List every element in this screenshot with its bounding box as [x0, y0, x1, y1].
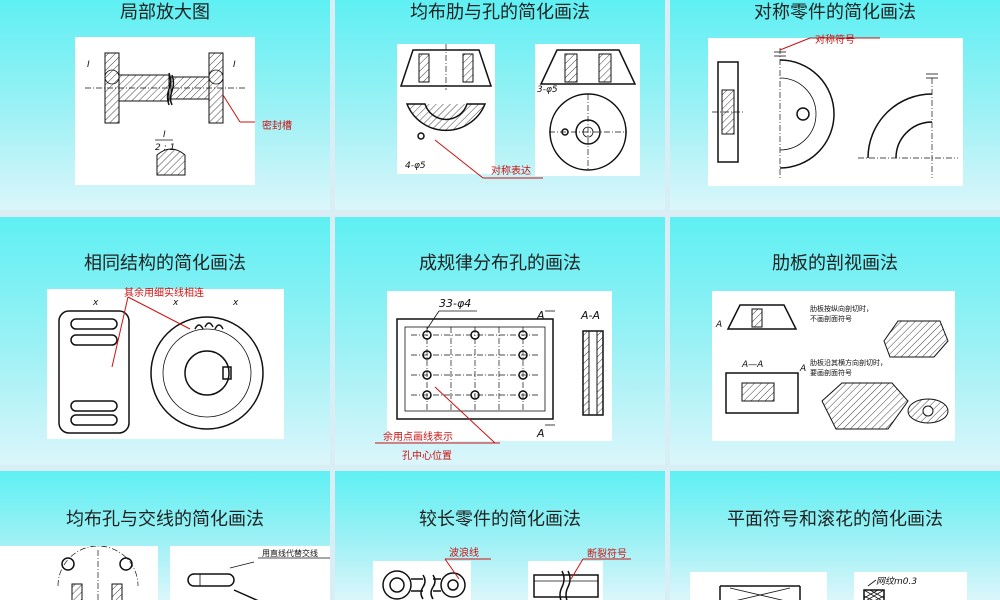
panel-symmetric-parts: 对称零件的简化画法 对称符号	[670, 0, 1000, 210]
drawing-intersection-line: 用直线代替交线	[170, 546, 330, 600]
annotation-wave-line: 波浪线	[449, 548, 479, 559]
rib-note-3: 肋板沿其横方向剖切时，	[810, 358, 887, 367]
annotation-break-symbol: 断裂符号	[587, 549, 627, 560]
drawing-rib-sections: A A—A A 肋板按纵向剖切时， 不画剖面符号 肋板沿其横方向剖切时， 要画剖…	[712, 291, 955, 441]
rib-note-4: 要画剖面符号	[810, 368, 852, 377]
panel-identical-structures: 相同结构的简化画法 x x x 其余用细实线相连	[0, 217, 330, 465]
rib-note-1: 肋板按纵向剖切时，	[810, 304, 873, 313]
panel-title: 平面符号和滚花的简化画法	[727, 509, 943, 530]
annotation-dashdot: 余用点画线表示	[383, 432, 453, 443]
panel-rib-sections: 肋板的剖视画法 A A—A A 肋板按纵向剖切时， 不画剖面符号 肋板沿其横方向…	[670, 217, 1000, 465]
knurl-label: 网纹m0.3	[876, 576, 917, 587]
drawing-identical: x x x	[47, 289, 284, 439]
rib-label-aa: A—A	[741, 360, 763, 370]
panel-title: 肋板的剖视画法	[772, 253, 898, 274]
drawing-ribs-left: 4-φ5	[397, 44, 495, 174]
panel-holes-intersections: 均布孔与交线的简化画法 用直线代替交线	[0, 471, 330, 600]
drawing-holes-left	[0, 546, 158, 600]
section-a-bottom: A	[536, 427, 545, 440]
drawing-flange-enlarged: I I I 2 : 1	[75, 37, 255, 185]
scale-label-num: I	[163, 130, 166, 140]
roman-label-right: I	[233, 60, 236, 70]
annotation-straight-line: 用直线代替交线	[262, 548, 318, 558]
panel-regular-holes: 成规律分布孔的画法 33-φ4	[335, 217, 665, 465]
panel-title: 局部放大图	[120, 2, 210, 23]
annotation-hole-centers: 孔中心位置	[402, 451, 452, 462]
annotation-thin-lines: 其余用细实线相连	[124, 288, 204, 299]
annotation-symmetry-symbol: 对称符号	[815, 35, 855, 46]
holes-count-label: 33-φ4	[439, 297, 471, 310]
holes-label-b: 4-φ5	[405, 161, 426, 171]
panel-title: 对称零件的简化画法	[754, 2, 916, 23]
rib-note-2: 不画剖面符号	[810, 314, 852, 323]
panel-title: 均布孔与交线的简化画法	[66, 509, 264, 530]
drawing-knurl: 网纹m0.3	[854, 572, 967, 600]
panel-title: 均布肋与孔的简化画法	[410, 2, 590, 23]
drawing-plane-symbol	[690, 572, 827, 600]
panel-title: 成规律分布孔的画法	[419, 253, 581, 274]
panel-long-parts: 较长零件的简化画法 波浪线 断裂符号	[335, 471, 665, 600]
drawing-ribs-right: 3-φ5	[535, 44, 640, 176]
section-aa-label: A-A	[580, 309, 600, 322]
x-label-1: x	[92, 298, 99, 308]
drawing-hole-pattern: 33-φ4	[387, 291, 612, 441]
drawing-break-symbol	[528, 561, 603, 600]
rib-label-a1: A	[715, 320, 722, 330]
annotation-seal-groove: 密封槽	[262, 121, 292, 132]
x-label-3: x	[232, 298, 239, 308]
holes-label-a: 3-φ5	[537, 85, 558, 95]
x-label-2: x	[172, 298, 179, 308]
panel-title: 相同结构的简化画法	[84, 253, 246, 274]
drawing-wave-break	[373, 561, 471, 600]
scale-label-den: 2 : 1	[155, 143, 175, 153]
panel-partial-enlarged: 局部放大图 I I I 2 : 1 密封槽	[0, 0, 330, 210]
roman-label-left: I	[87, 60, 90, 70]
annotation-symmetric: 对称表达	[491, 166, 531, 177]
panel-ribs-holes: 均布肋与孔的简化画法 4-φ5 3-φ5 对称表达	[335, 0, 665, 210]
drawing-symmetric	[708, 38, 963, 186]
section-a-top: A	[536, 309, 545, 322]
rib-label-a2: A	[799, 364, 806, 374]
panel-title: 较长零件的简化画法	[419, 509, 581, 530]
panel-plane-knurl: 平面符号和滚花的简化画法 网纹m0.3	[670, 471, 1000, 600]
